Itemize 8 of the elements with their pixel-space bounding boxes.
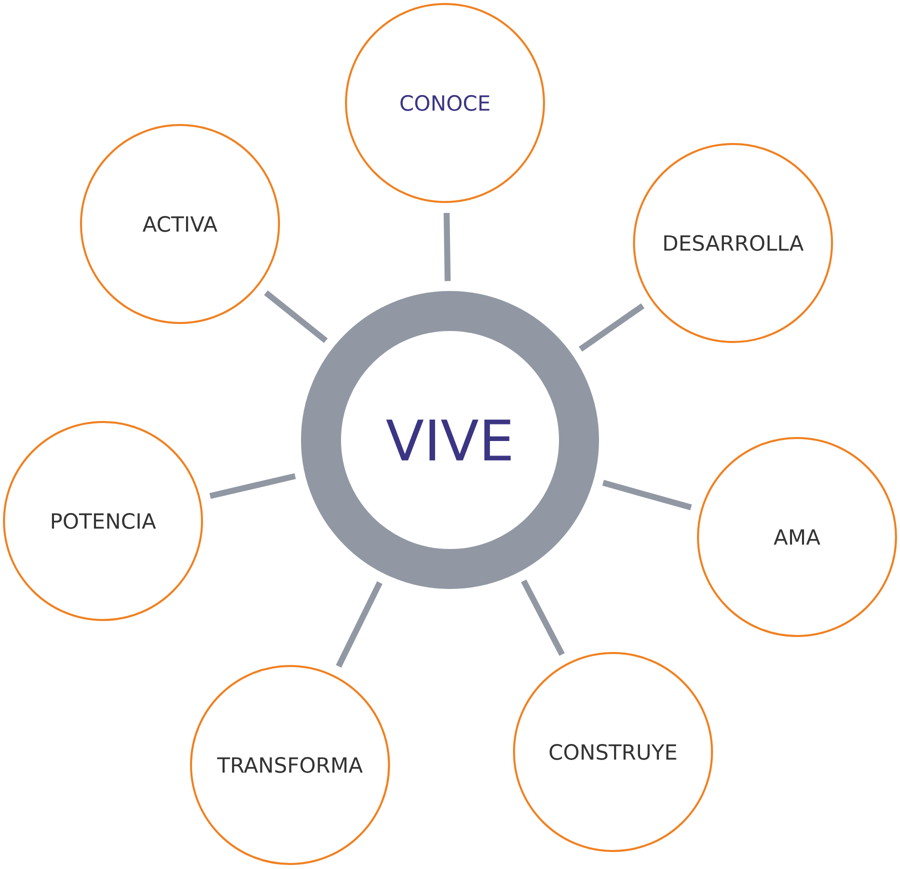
connector-wedge (520, 580, 565, 656)
connector-wedge (444, 212, 451, 282)
connector-wedge (264, 290, 328, 344)
connector-wedge (336, 581, 382, 668)
center-ring: VIVE (301, 291, 599, 589)
connector-wedge (209, 473, 296, 499)
connector-wedge (578, 303, 644, 352)
connector-wedge (602, 480, 692, 510)
